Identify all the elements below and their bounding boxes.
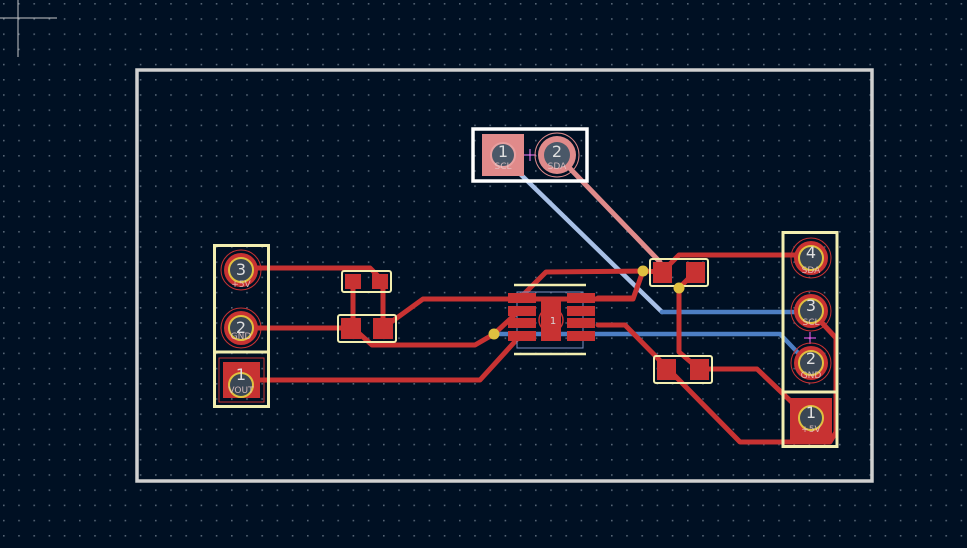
pad-number: 2 <box>552 142 562 161</box>
ic-pin1-marker: 1 <box>550 316 556 327</box>
pad-number: 2 <box>236 318 246 337</box>
pad-net: +5V <box>801 425 821 435</box>
pad-number: 4 <box>806 243 816 262</box>
pad-net: VOUT <box>228 386 254 396</box>
board-outline <box>135 68 874 483</box>
vias <box>488 265 685 340</box>
pad-right-4[interactable]: 4 SDA <box>790 237 832 279</box>
ic-footprint[interactable]: 1 <box>508 283 595 356</box>
pad-net: SCL <box>494 162 511 172</box>
pad-left-3[interactable]: 3 +5V <box>220 249 262 291</box>
smd-resistor-r2[interactable] <box>653 355 713 384</box>
pad-number: 3 <box>236 260 246 279</box>
pad-top-1[interactable]: 1 SCL <box>482 134 524 176</box>
pad-number: 1 <box>498 142 508 161</box>
connector-right[interactable]: 4 SDA 3 SCL 2 GND 1 +5V <box>781 231 839 448</box>
pad-number: 2 <box>806 349 816 368</box>
pad-left-1[interactable]: 1 VOUT <box>218 357 265 403</box>
pad-net: SDA <box>802 266 821 276</box>
pad-left-2[interactable]: 2 GND <box>220 307 262 349</box>
connector-left[interactable]: 3 +5V 2 GND 1 VOUT <box>213 244 270 408</box>
pad-net: GND <box>801 371 822 381</box>
connector-top[interactable]: 1 SCL 2 SDA <box>471 127 589 183</box>
pad-top-2[interactable]: 2 SDA <box>534 132 580 178</box>
pad-net: +5V <box>231 280 251 290</box>
smd-capacitor-c1[interactable] <box>341 270 392 293</box>
pad-net: SCL <box>802 318 819 328</box>
pad-number: 1 <box>806 403 816 422</box>
pad-number: 3 <box>806 296 816 315</box>
pad-net: GND <box>231 332 252 342</box>
pad-right-2[interactable]: 2 GND <box>790 342 832 384</box>
pad-number: 1 <box>236 365 246 384</box>
pad-right-3[interactable]: 3 SCL <box>790 290 832 332</box>
smd-capacitor-c2[interactable] <box>337 314 397 343</box>
smd-resistor-r1[interactable] <box>649 258 709 287</box>
origin-crosshair <box>0 0 57 57</box>
pad-net: SDA <box>548 162 567 172</box>
pad-right-1[interactable]: 1 +5V <box>790 398 832 440</box>
